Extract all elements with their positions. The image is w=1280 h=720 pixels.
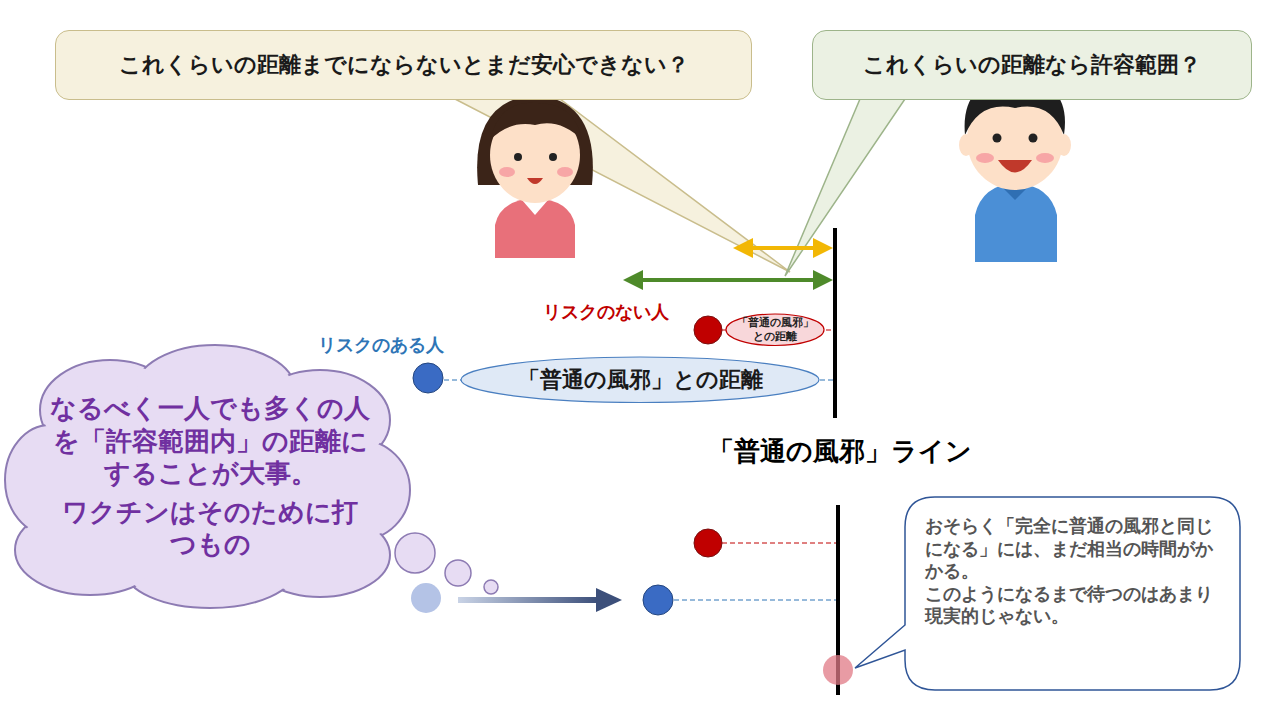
distance-arrow [627, 278, 829, 282]
node-text: 「普通の風邪」との距離 [490, 366, 790, 394]
speech-bubble: これくらいの距離なら許容範囲？ [812, 30, 1252, 100]
risk-dot [413, 363, 443, 393]
text-box: おそらく「完全に普通の風邪と同じになる」には、まだ相当の時間がかかる。このように… [925, 515, 1225, 628]
cold-line [833, 228, 837, 418]
move-arrow-head [596, 588, 622, 612]
faded-dot [411, 583, 441, 613]
dashed-line [722, 543, 836, 544]
text-label: リスクのない人 [543, 300, 669, 324]
callout-bubble [855, 497, 1240, 690]
text-box: なるべく一人でも多くの人を「許容範囲内」の距離にすることが大事。ワクチンはそのた… [50, 392, 370, 561]
ellipse-outline [461, 357, 819, 403]
ellipse-outline [726, 314, 824, 346]
man-figure [959, 78, 1071, 262]
node-text: これくらいの距離なら許容範囲？ [825, 51, 1239, 79]
text-label: 「普通の風邪」ライン [704, 434, 976, 469]
distance-arrow [737, 246, 829, 250]
node-text: なるべく一人でも多くの人を「許容範囲内」の距離にすることが大事。 [50, 392, 370, 490]
node-text: これくらいの距離までにならないとまだ安心できない？ [68, 51, 739, 79]
move-arrow [458, 597, 598, 603]
distance-ellipse: 「普通の風邪」 との距離 [725, 313, 825, 347]
node-text: おそらく「完全に普通の風邪と同じになる」には、まだ相当の時間がかかる。 [925, 515, 1225, 583]
no-risk-dot [694, 316, 722, 344]
dashed-line [674, 600, 836, 601]
distance-ellipse: 「普通の風邪」との距離 [460, 356, 820, 404]
node-text: 「普通の風邪」 との距離 [733, 316, 817, 344]
text-label: リスクのある人 [318, 333, 444, 357]
faded-dot [823, 655, 853, 685]
no-risk-dot [694, 529, 722, 557]
node-text: このようになるまで待つのはあまり現実的じゃない。 [925, 583, 1225, 628]
speech-bubble: これくらいの距離までにならないとまだ安心できない？ [55, 30, 752, 100]
node-text: ワクチンはそのために打つもの [50, 496, 370, 561]
woman-figure [477, 95, 593, 258]
risk-dot [643, 585, 673, 615]
thought-cloud [5, 345, 498, 608]
